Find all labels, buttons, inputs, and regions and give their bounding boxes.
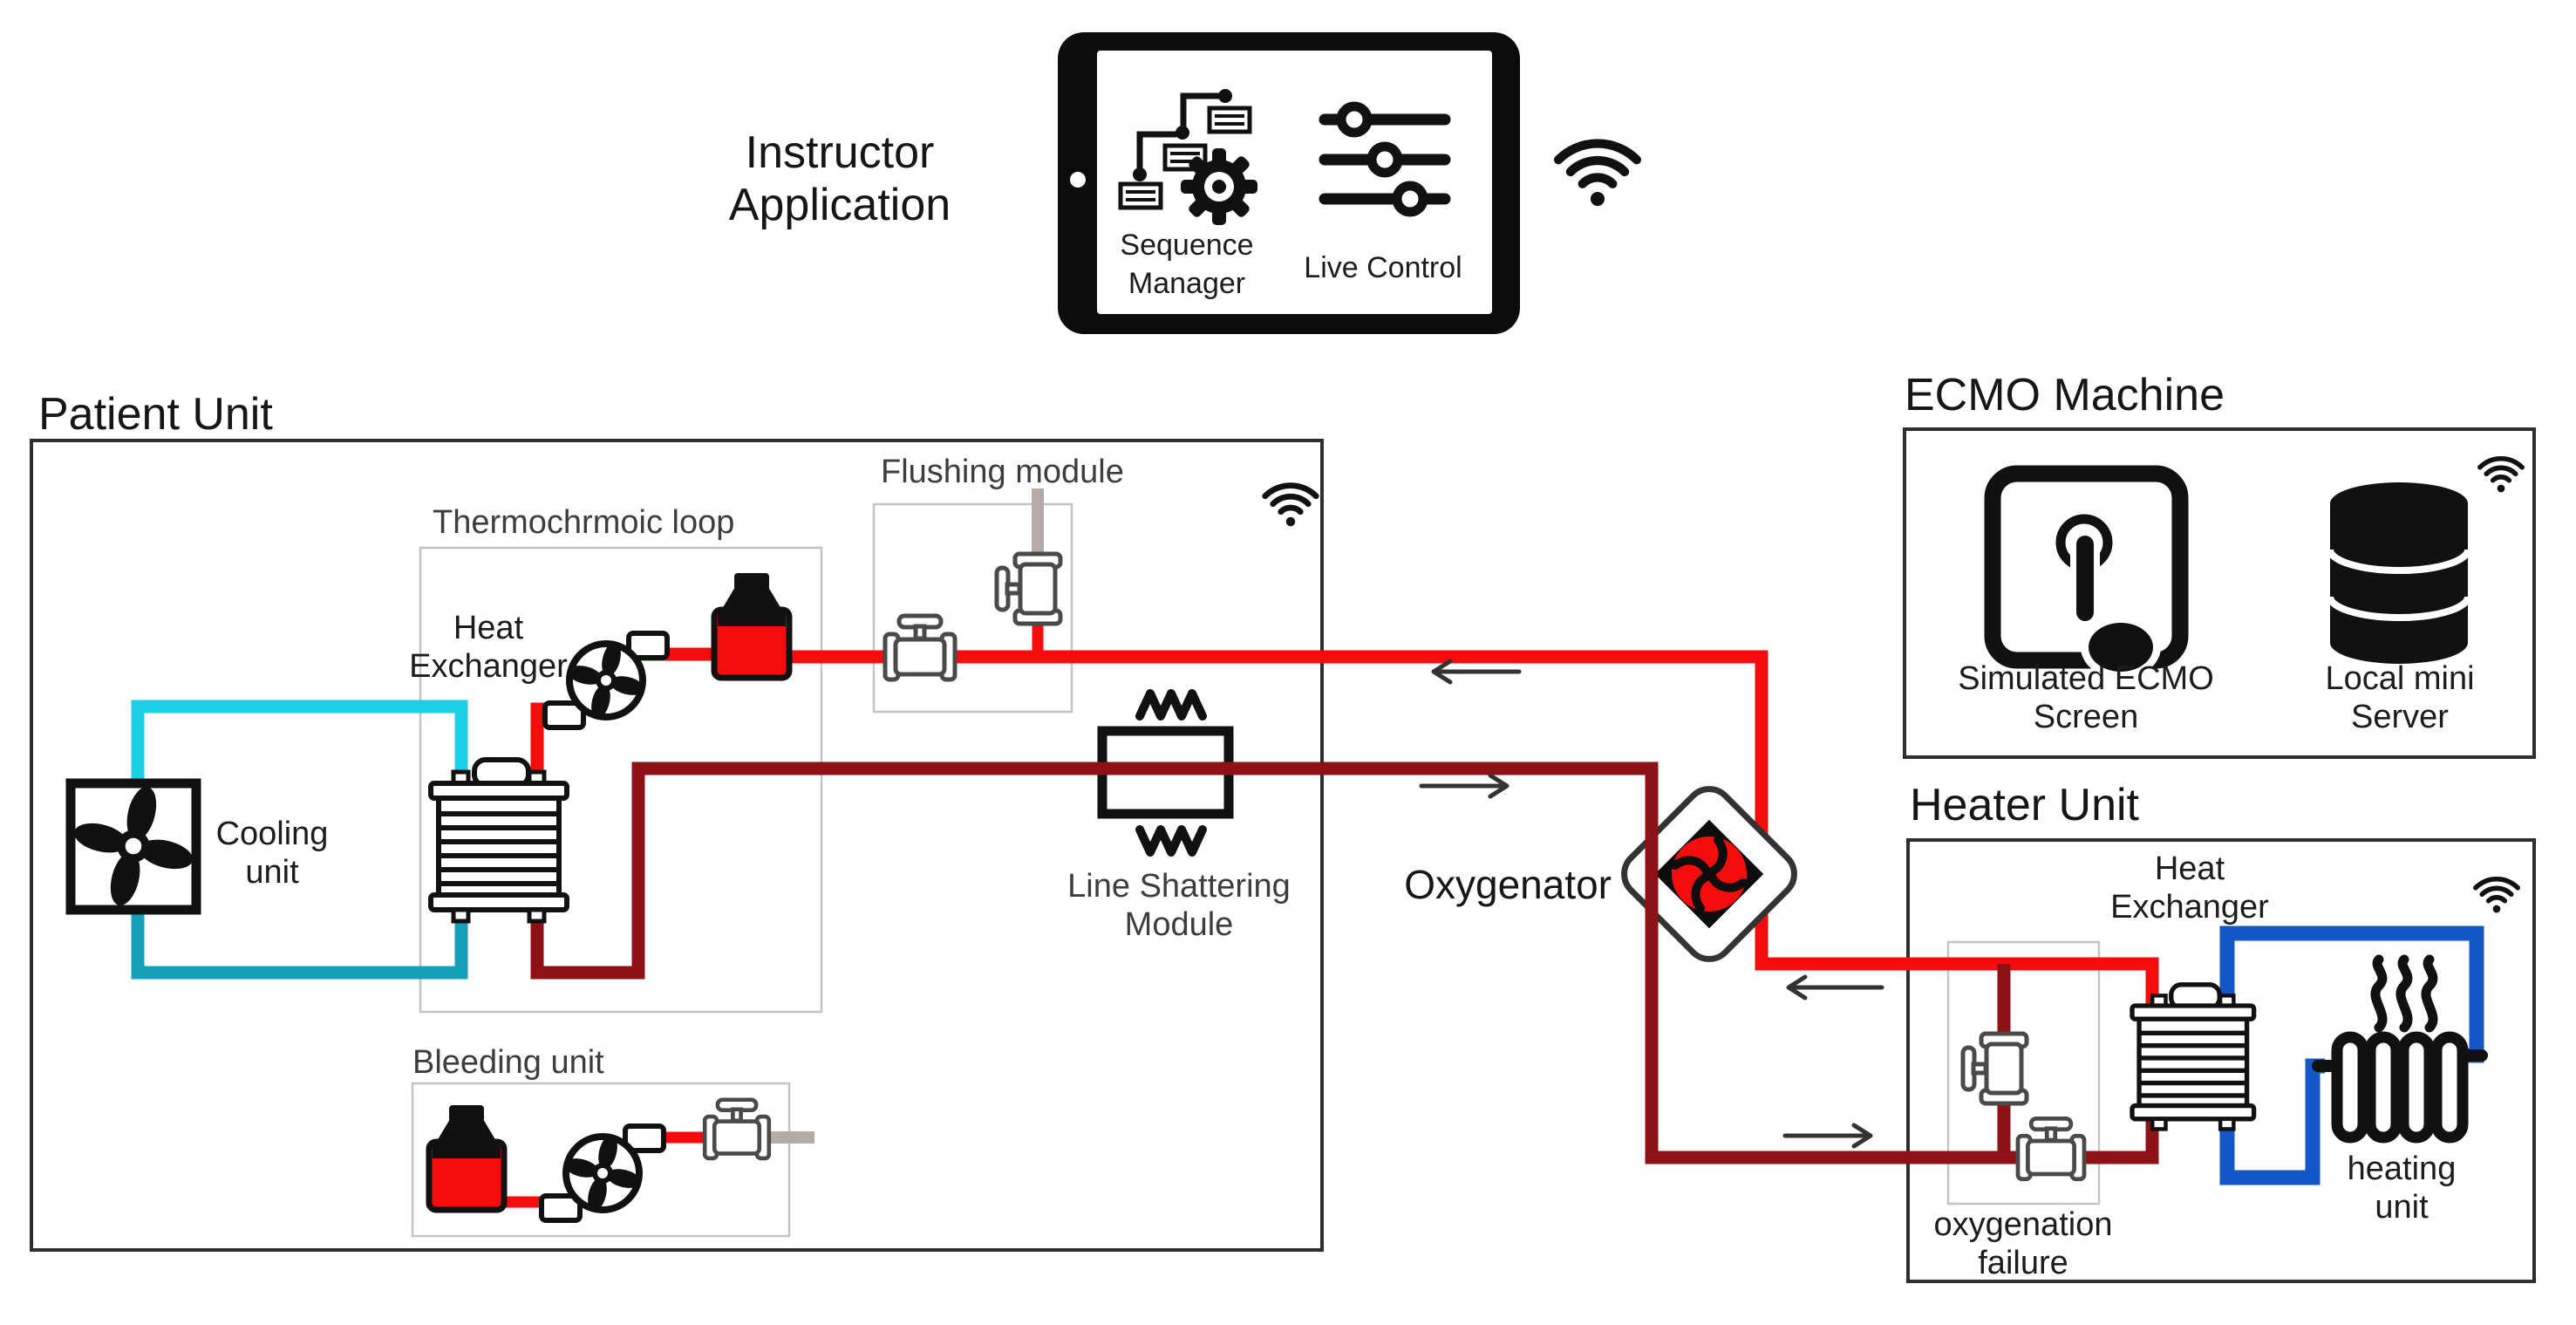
patient-unit-wifi-icon [1265, 486, 1317, 527]
local-mini-server-label: Local mini [2325, 660, 2474, 697]
flow-arrow-right-heater [1782, 1123, 1873, 1149]
cooling-unit-icon [65, 778, 201, 915]
vibration-zigzag-bottom-icon [1140, 830, 1203, 852]
sequence-manager-icon [1118, 89, 1257, 225]
vibration-zigzag-top-icon [1140, 693, 1203, 716]
ecmo-machine-title: ECMO Machine [1905, 370, 2225, 420]
line-shattering-module-label: Line Shattering [1067, 868, 1291, 905]
instructor-wifi-icon [1558, 143, 1637, 206]
simulated-ecmo-screen-label: Simulated ECMO [1958, 660, 2214, 697]
instructor-application-label: Application [729, 180, 951, 230]
instructor-tablet: Sequence Manager Live Control [1058, 32, 1520, 334]
oxygenation-failure-label: oxygenation [1934, 1206, 2113, 1243]
patient-heat-exchanger-label: Exchanger [409, 648, 568, 685]
flow-arrow-left-top [1431, 659, 1522, 685]
oxygenation-bypass-valve [1963, 1034, 2027, 1103]
heating-unit-icon [2312, 1031, 2488, 1144]
flow-arrow-left-oxygenator [1786, 974, 1884, 1001]
ecmo-machine-wifi-icon [2480, 459, 2522, 493]
heater-unit-wifi-icon [2476, 879, 2518, 913]
local-mini-server-icon [2327, 482, 2471, 664]
local-mini-server-label: Server [2351, 699, 2449, 735]
bleeding-reservoir-bottle-icon [429, 1105, 504, 1210]
sequence-manager-label: Manager [1128, 267, 1245, 300]
live-control-label: Live Control [1304, 251, 1462, 284]
heat-waves-icon [2375, 960, 2433, 1028]
patient-unit-box [30, 439, 1324, 1252]
flushing-drain-valve [997, 554, 1060, 624]
heating-unit-label: unit [2375, 1189, 2429, 1226]
red-supply-line [787, 650, 2159, 1016]
bleeding-unit-box [411, 1082, 791, 1238]
bleeding-unit-title: Bleeding unit [412, 1044, 604, 1081]
bleeding-valve [705, 1100, 769, 1158]
cooling-unit-label: unit [245, 854, 299, 891]
sequence-manager-label: Sequence [1120, 229, 1253, 262]
simulated-ecmo-screen-label: Screen [2034, 699, 2138, 735]
coolant-supply-pipe [131, 700, 468, 785]
gear-icon [1181, 148, 1257, 225]
heater-heat-exchanger-label: Exchanger [2110, 889, 2269, 925]
patient-heat-exchanger-icon [431, 760, 567, 921]
bleeding-pump-icon [542, 1126, 664, 1220]
heater-heat-exchanger-icon [2132, 985, 2254, 1130]
patient-heat-exchanger-label: Heat [453, 610, 524, 646]
heater-unit-title: Heater Unit [1910, 780, 2140, 830]
cooling-unit-label: Cooling [216, 816, 329, 852]
instructor-application-label: Instructor [746, 127, 935, 178]
thermochromic-loop-title: Thermochrmoic loop [433, 504, 734, 541]
coolant-return-pipe [131, 903, 468, 980]
oxygenation-failure-box [1946, 940, 2101, 1205]
flushing-inline-valve [885, 616, 955, 680]
blood-reservoir-bottle-icon [714, 573, 789, 678]
flushing-module-box [872, 502, 1073, 714]
heater-unit-box [1906, 838, 2536, 1283]
patient-unit-title: Patient Unit [38, 389, 273, 440]
oxygenator-label: Oxygenator [1404, 862, 1612, 907]
flushing-module-title: Flushing module [881, 454, 1124, 490]
flow-arrow-right-return [1419, 773, 1509, 799]
heating-unit-label: heating [2348, 1151, 2457, 1187]
line-shattering-module-label: Module [1125, 906, 1234, 943]
oxygenation-failure-label: failure [1978, 1245, 2068, 1281]
oxygenator-icon [1621, 786, 1797, 962]
live-control-sliders-icon [1319, 101, 1451, 217]
simulated-ecmo-screen-icon [1984, 465, 2189, 679]
heater-heat-exchanger-label: Heat [2155, 850, 2225, 887]
thermochromic-loop-box [419, 546, 823, 1014]
ecmo-machine-box [1903, 427, 2536, 759]
heater-return-valve [2018, 1118, 2084, 1178]
